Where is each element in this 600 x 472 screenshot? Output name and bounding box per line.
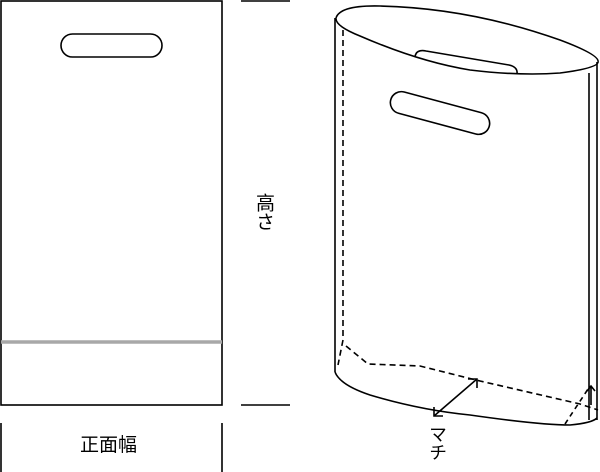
height-label: 高さ bbox=[253, 193, 275, 231]
front-view bbox=[0, 0, 223, 406]
gusset-arrow-line bbox=[433, 378, 478, 417]
width-dimension bbox=[0, 423, 223, 472]
front-handle-hole bbox=[60, 33, 163, 58]
back-handle-hole bbox=[414, 49, 518, 75]
height-dimension bbox=[241, 0, 290, 406]
top-opening-front bbox=[335, 17, 599, 75]
top-opening-back bbox=[335, 5, 599, 63]
gusset-arrow-head-top bbox=[468, 378, 478, 388]
perspective-view bbox=[334, 5, 599, 426]
gusset-fold-dashed bbox=[337, 339, 599, 411]
right-gusset-arrow bbox=[586, 384, 596, 405]
gusset-arrow-head-bottom bbox=[433, 407, 443, 417]
perspective-handle-hole bbox=[389, 90, 491, 136]
gusset-fold-dashed-right bbox=[564, 385, 591, 425]
front-bag-outline bbox=[0, 0, 223, 406]
front-width-label: 正面幅 bbox=[80, 434, 138, 456]
gusset-label: マチ bbox=[426, 425, 447, 461]
bottom-edge bbox=[334, 371, 598, 426]
